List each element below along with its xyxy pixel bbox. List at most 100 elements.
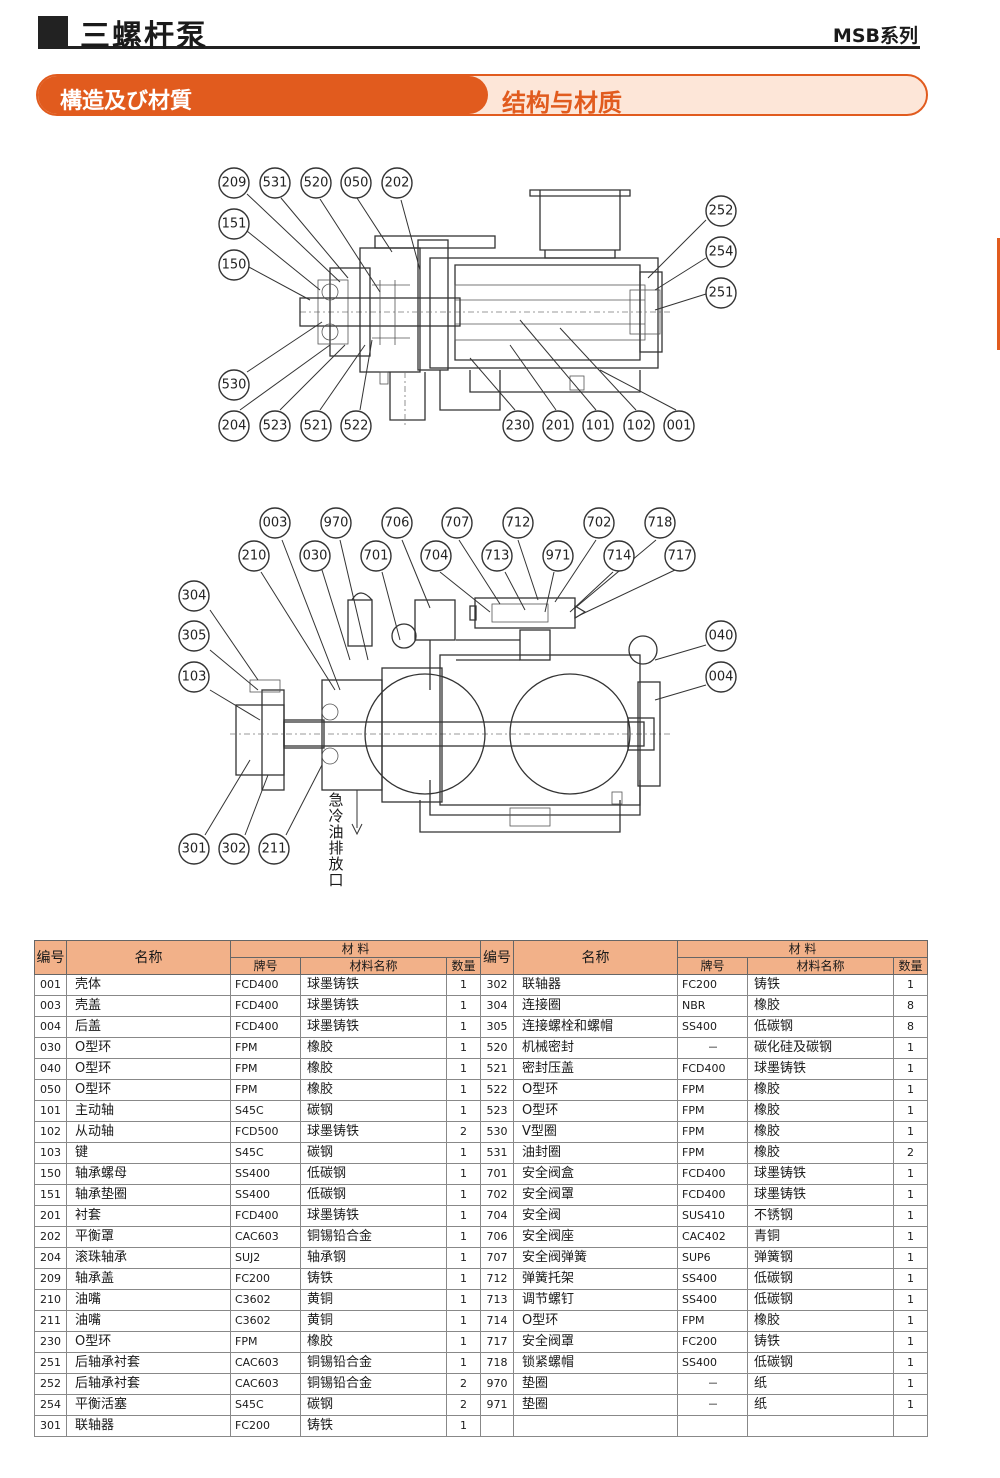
part-number-cell: 254 bbox=[34, 1394, 67, 1416]
brand-cell: FCD400 bbox=[230, 974, 301, 996]
brand-cell: SS400 bbox=[677, 1016, 748, 1038]
part-name-cell: 安全阀罩 bbox=[513, 1184, 678, 1206]
part-name-cell: 油嘴 bbox=[66, 1289, 231, 1311]
part-name-cell: 垫圈 bbox=[513, 1394, 678, 1416]
material-cell: 低碳钢 bbox=[300, 1163, 447, 1185]
quantity-cell: 1 bbox=[446, 1142, 481, 1164]
material-cell: 纸 bbox=[747, 1394, 894, 1416]
part-name-cell: O型环 bbox=[66, 1058, 231, 1080]
part-number-cell: 201 bbox=[34, 1205, 67, 1227]
part-name-cell bbox=[513, 1415, 678, 1437]
top-drawing-body bbox=[299, 189, 670, 425]
brand-cell: － bbox=[677, 1373, 748, 1395]
part-tag-970: 970 bbox=[320, 507, 352, 539]
quantity-cell: 1 bbox=[893, 1037, 928, 1059]
part-name-cell: O型环 bbox=[513, 1310, 678, 1332]
svg-text:210: 210 bbox=[242, 549, 267, 564]
part-name-cell: 轴承垫圈 bbox=[66, 1184, 231, 1206]
svg-text:101: 101 bbox=[586, 419, 611, 434]
part-name-cell: 油封圈 bbox=[513, 1142, 678, 1164]
brand-cell: FC200 bbox=[230, 1415, 301, 1437]
brand-cell: FCD500 bbox=[230, 1121, 301, 1143]
material-cell: 球墨铸铁 bbox=[747, 1184, 894, 1206]
part-number-cell: 101 bbox=[34, 1100, 67, 1122]
part-tag-520: 520 bbox=[300, 167, 332, 199]
brand-cell: SUP6 bbox=[677, 1247, 748, 1269]
part-name-cell: 后轴承衬套 bbox=[66, 1352, 231, 1374]
part-name-cell: 轴承盖 bbox=[66, 1268, 231, 1290]
part-tag-302: 302 bbox=[218, 833, 250, 865]
brand-cell: FPM bbox=[230, 1331, 301, 1353]
part-number-cell: 301 bbox=[34, 1415, 67, 1437]
part-name-cell: O型环 bbox=[513, 1100, 678, 1122]
quantity-cell: 1 bbox=[893, 1310, 928, 1332]
svg-text:211: 211 bbox=[262, 842, 287, 857]
part-tag-030: 030 bbox=[299, 540, 331, 572]
svg-text:204: 204 bbox=[222, 419, 247, 434]
part-number-cell: 712 bbox=[480, 1268, 514, 1290]
part-tag-701: 701 bbox=[360, 540, 392, 572]
part-number-cell: 230 bbox=[34, 1331, 67, 1353]
part-tag-522: 522 bbox=[340, 410, 372, 442]
header-name: 名称 bbox=[66, 940, 231, 975]
part-name-cell: 后轴承衬套 bbox=[66, 1373, 231, 1395]
material-cell: 球墨铸铁 bbox=[747, 1163, 894, 1185]
header-qty: 数量 bbox=[893, 957, 928, 975]
part-name-cell: 安全阀弹簧 bbox=[513, 1247, 678, 1269]
part-name-cell: O型环 bbox=[66, 1331, 231, 1353]
part-number-cell: 150 bbox=[34, 1163, 67, 1185]
part-number-cell: 707 bbox=[480, 1247, 514, 1269]
quantity-cell: 1 bbox=[446, 1268, 481, 1290]
brand-cell: FCD400 bbox=[677, 1163, 748, 1185]
material-cell: 轴承钢 bbox=[300, 1247, 447, 1269]
bottom-drawing-body bbox=[230, 592, 670, 836]
quantity-cell: 1 bbox=[893, 1058, 928, 1080]
material-cell: 低碳钢 bbox=[747, 1016, 894, 1038]
part-name-cell: 后盖 bbox=[66, 1016, 231, 1038]
part-name-cell: 滚珠轴承 bbox=[66, 1247, 231, 1269]
material-cell: 球墨铸铁 bbox=[747, 1058, 894, 1080]
part-name-cell: 联轴器 bbox=[66, 1415, 231, 1437]
header-material-name: 材料名称 bbox=[300, 957, 447, 975]
material-cell: 球墨铸铁 bbox=[300, 995, 447, 1017]
material-cell: 铸铁 bbox=[300, 1415, 447, 1437]
section-banner-left bbox=[38, 76, 488, 114]
brand-cell: FPM bbox=[677, 1079, 748, 1101]
material-cell: 橡胶 bbox=[300, 1079, 447, 1101]
svg-text:704: 704 bbox=[424, 549, 449, 564]
quantity-cell: 8 bbox=[893, 995, 928, 1017]
quantity-cell: 1 bbox=[893, 1163, 928, 1185]
brand-cell: FCD400 bbox=[677, 1058, 748, 1080]
part-name-cell: 安全阀座 bbox=[513, 1226, 678, 1248]
part-tag-717: 717 bbox=[664, 540, 696, 572]
part-name-cell: 从动轴 bbox=[66, 1121, 231, 1143]
header-material: 材 料 bbox=[677, 940, 928, 958]
quantity-cell: 8 bbox=[893, 1016, 928, 1038]
part-number-cell: 202 bbox=[34, 1226, 67, 1248]
part-number-cell: 251 bbox=[34, 1352, 67, 1374]
part-number-cell: 040 bbox=[34, 1058, 67, 1080]
part-number-cell: 103 bbox=[34, 1142, 67, 1164]
part-tag-252: 252 bbox=[705, 195, 737, 227]
brand-cell: C3602 bbox=[230, 1289, 301, 1311]
quantity-cell bbox=[893, 1415, 928, 1437]
svg-text:520: 520 bbox=[304, 176, 329, 191]
page-title: 三螺杆泵 bbox=[80, 19, 208, 54]
part-tag-202: 202 bbox=[381, 167, 413, 199]
part-name-cell: 键 bbox=[66, 1142, 231, 1164]
part-name-cell: 调节螺钉 bbox=[513, 1289, 678, 1311]
svg-text:970: 970 bbox=[324, 516, 349, 531]
part-number-cell: 030 bbox=[34, 1037, 67, 1059]
brand-cell: FC200 bbox=[230, 1268, 301, 1290]
quantity-cell: 1 bbox=[446, 1058, 481, 1080]
part-name-cell: 平衡活塞 bbox=[66, 1394, 231, 1416]
svg-text:252: 252 bbox=[709, 204, 734, 219]
